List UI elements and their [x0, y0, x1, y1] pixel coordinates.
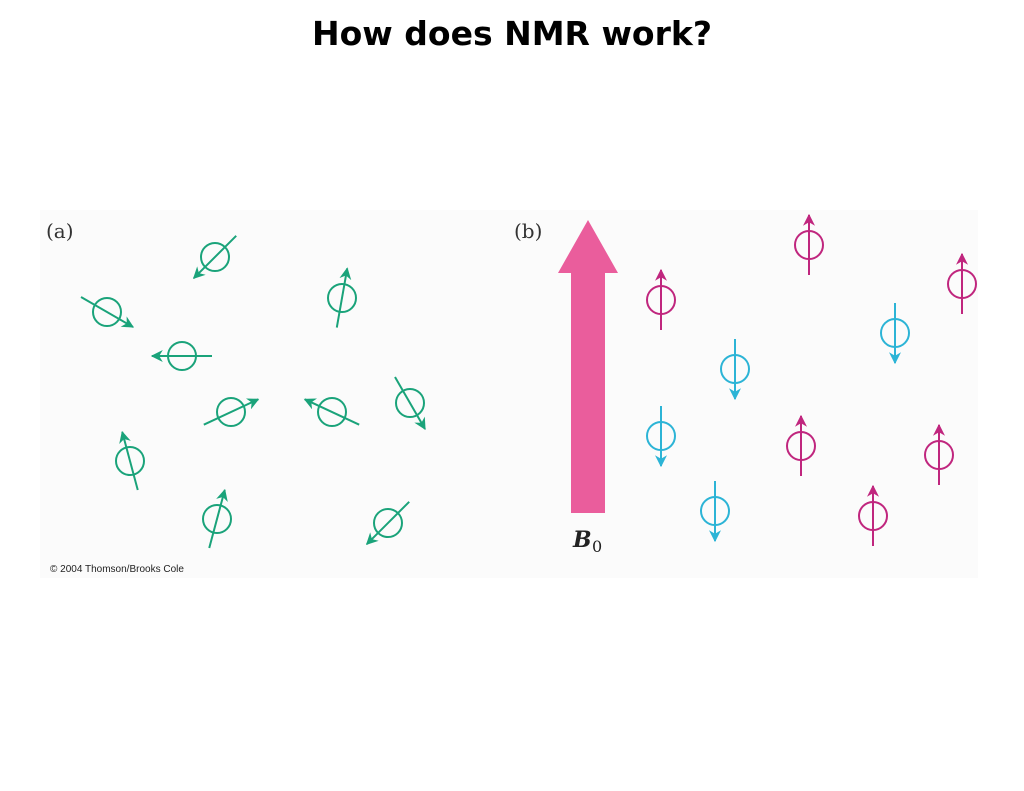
nmr-spin-diagram: (a) (b) B 0 © 2004 Thomson/Brooks Cole — [46, 213, 977, 575]
random-spin — [394, 376, 426, 431]
magnetic-field-arrow — [558, 220, 618, 513]
random-spin — [192, 235, 237, 280]
panel-b-aligned-spins — [646, 213, 977, 546]
random-spin — [202, 488, 232, 549]
aligned-spin — [786, 414, 816, 476]
nmr-figure: (a) (b) B 0 © 2004 Thomson/Brooks Cole — [40, 210, 978, 578]
field-label-main: B — [572, 527, 592, 553]
random-spin — [327, 267, 357, 328]
random-spin — [365, 501, 410, 546]
panel-b-label: (b) — [514, 219, 542, 243]
panel-a-random-spins — [80, 235, 426, 549]
opposed-spin — [646, 406, 676, 468]
aligned-spin — [646, 268, 676, 330]
aligned-spin — [924, 423, 954, 485]
random-spin — [80, 296, 135, 328]
opposed-spin — [880, 303, 910, 365]
aligned-spin — [794, 213, 824, 275]
aligned-spin — [947, 252, 977, 314]
random-spin — [203, 397, 260, 427]
random-spin — [115, 430, 145, 491]
opposed-spin — [700, 481, 730, 543]
panel-a-label: (a) — [46, 219, 74, 243]
opposed-spin — [720, 339, 750, 401]
copyright-notice: © 2004 Thomson/Brooks Cole — [50, 564, 184, 575]
field-label-subscript: 0 — [592, 537, 602, 556]
aligned-spin — [858, 484, 888, 546]
random-spin — [150, 341, 212, 371]
slide-title: How does NMR work? — [312, 14, 712, 53]
random-spin — [303, 397, 360, 427]
